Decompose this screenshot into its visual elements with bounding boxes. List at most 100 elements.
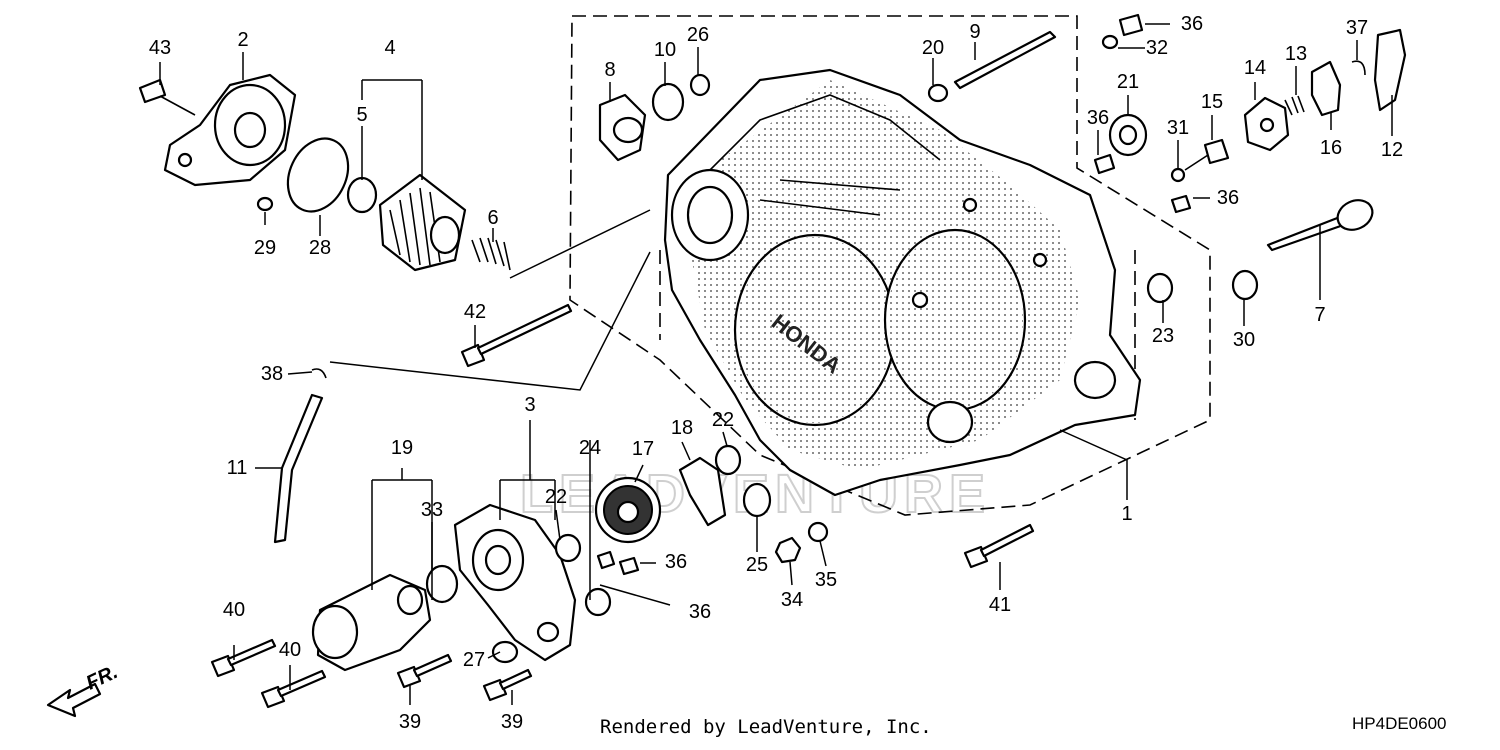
callout-43: 43	[149, 37, 171, 59]
callout-16: 16	[1320, 137, 1342, 159]
callout-34: 34	[781, 589, 803, 611]
callout-36-starter-a: 36	[665, 551, 687, 573]
starter-housing[interactable]	[453, 503, 577, 662]
bolt-41[interactable]	[963, 523, 1035, 569]
assembly-boundary	[569, 15, 1211, 516]
callout-26: 26	[687, 24, 709, 46]
nut-34[interactable]	[774, 536, 802, 564]
spring-6[interactable]	[471, 237, 511, 271]
bearing-23[interactable]	[1146, 272, 1174, 304]
callout-22-left: 22	[545, 486, 567, 508]
washer-31[interactable]	[1170, 167, 1186, 183]
bolt-42[interactable]	[460, 303, 573, 368]
callout-36-mid: 36	[1087, 107, 1109, 129]
bearing-26[interactable]	[689, 73, 711, 97]
dowel-36-starter-a[interactable]	[596, 550, 616, 570]
callout-23: 23	[1152, 325, 1174, 347]
bearing-22-left[interactable]	[554, 533, 582, 563]
callout-21: 21	[1117, 71, 1139, 93]
callout-19: 19	[391, 437, 413, 459]
o-ring-30[interactable]	[1231, 269, 1259, 301]
spring-13[interactable]	[1284, 95, 1305, 116]
arm-18[interactable]	[678, 456, 727, 527]
bearing-25[interactable]	[742, 482, 772, 518]
callout-42: 42	[464, 301, 486, 323]
callout-37: 37	[1346, 17, 1368, 39]
callout-6: 6	[487, 207, 498, 229]
callout-22-right: 22	[712, 409, 734, 431]
callout-12: 12	[1381, 139, 1403, 161]
seal-10[interactable]	[651, 82, 685, 122]
dipstick-7[interactable]	[1266, 195, 1377, 252]
washer-29[interactable]	[256, 196, 274, 212]
tensioner-8[interactable]	[598, 93, 647, 162]
hose-11[interactable]	[273, 393, 324, 544]
callout-4: 4	[384, 37, 395, 59]
bearing-21[interactable]	[1108, 113, 1148, 157]
callout-14: 14	[1244, 57, 1266, 79]
o-ring-28[interactable]	[277, 129, 360, 222]
callout-38: 38	[261, 363, 283, 385]
callout-17: 17	[632, 438, 654, 460]
rotor-14[interactable]	[1243, 96, 1290, 152]
callout-29: 29	[254, 237, 276, 259]
callouts: 43 2 4 5 6 29 28 8 10 26 20 9 32 36 21 3…	[149, 13, 1403, 733]
callout-35: 35	[815, 569, 837, 591]
bolt-43[interactable]	[138, 78, 196, 116]
seal-27[interactable]	[491, 640, 519, 664]
callout-1: 1	[1121, 503, 1132, 525]
callout-39-left: 39	[399, 711, 421, 733]
plate-16[interactable]	[1310, 60, 1342, 117]
callout-33: 33	[421, 499, 443, 521]
bolt-39-left[interactable]	[396, 653, 453, 689]
seal-5[interactable]	[346, 176, 378, 214]
callout-25: 25	[746, 554, 768, 576]
starter-motor[interactable]	[311, 573, 432, 672]
callout-5: 5	[356, 104, 367, 126]
shaft-9[interactable]	[953, 30, 1057, 90]
callout-36-right: 36	[1217, 187, 1239, 209]
gear-17[interactable]	[594, 476, 662, 544]
callout-3: 3	[524, 394, 535, 416]
washer-32[interactable]	[1101, 34, 1119, 50]
bolt-40-lower[interactable]	[260, 669, 327, 709]
dowel-36-mid[interactable]	[1093, 153, 1116, 175]
callout-13: 13	[1285, 43, 1307, 65]
bearing-22-right[interactable]	[714, 444, 742, 476]
bracket-12[interactable]	[1373, 28, 1407, 112]
callout-2: 2	[237, 29, 248, 51]
callout-40-lower: 40	[279, 639, 301, 661]
callout-41: 41	[989, 594, 1011, 616]
clamp-38[interactable]	[311, 368, 327, 379]
callout-27: 27	[463, 649, 485, 671]
bolt-40-upper[interactable]	[210, 638, 277, 678]
callout-24: 24	[579, 437, 601, 459]
callout-36-top: 36	[1181, 13, 1203, 35]
dowel-36-starter-b[interactable]	[618, 556, 640, 576]
crankcase-cover[interactable]: HONDA	[663, 68, 1142, 497]
washer-35[interactable]	[807, 521, 829, 543]
callout-30: 30	[1233, 329, 1255, 351]
bolt-15[interactable]	[1184, 138, 1230, 171]
washer-20[interactable]	[927, 83, 949, 103]
clip-37[interactable]	[1351, 60, 1366, 76]
callout-39-right: 39	[501, 711, 523, 733]
oil-filter-cover[interactable]	[163, 73, 297, 187]
callout-11: 11	[227, 457, 248, 479]
callout-31: 31	[1167, 117, 1189, 139]
callout-15: 15	[1201, 91, 1223, 113]
diagram-code: HP4DE0600	[1352, 714, 1447, 733]
callout-8: 8	[604, 59, 615, 81]
dowel-36-right[interactable]	[1170, 194, 1192, 214]
bolt-39-right[interactable]	[482, 668, 533, 702]
callout-28: 28	[309, 237, 331, 259]
o-ring-33[interactable]	[425, 564, 459, 604]
callout-40-upper: 40	[223, 599, 245, 621]
callout-18: 18	[671, 417, 693, 439]
callout-32: 32	[1146, 37, 1168, 59]
callout-10: 10	[654, 39, 676, 61]
bearing-36-low[interactable]	[584, 587, 612, 617]
oil-filter[interactable]	[378, 173, 467, 272]
dowel-36-top[interactable]	[1118, 13, 1144, 37]
